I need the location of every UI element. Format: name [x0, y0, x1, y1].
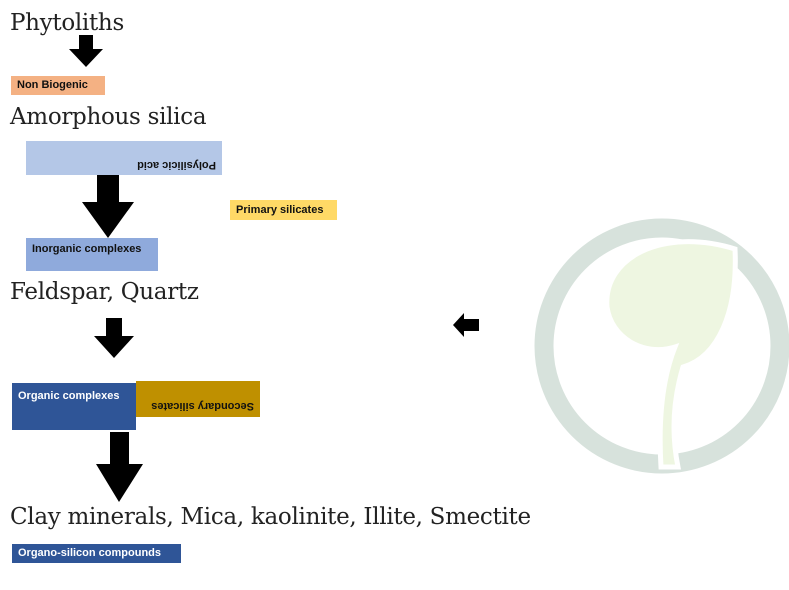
inorganic-complexes-label: Inorganic complexes [32, 243, 142, 255]
secondary-silicates-label: Secondary silicates [151, 400, 254, 412]
heading-amorphous-silica: Amorphous silica [10, 104, 207, 130]
primary-silicates-label: Primary silicates [236, 204, 324, 216]
organic-complexes-label: Organic complexes [18, 390, 120, 402]
leaf-icon [604, 239, 738, 470]
inorganic-complexes-box: Inorganic complexes [26, 238, 158, 271]
primary-silicates-box: Primary silicates [230, 200, 337, 220]
organo-silicon-box: Organo-silicon compounds [12, 544, 181, 563]
heading-clay-minerals: Clay minerals, Mica, kaolinite, Illite, … [10, 504, 531, 530]
down-arrow-icon [94, 318, 134, 358]
secondary-silicates-box: Secondary silicates [136, 381, 260, 417]
down-arrow-icon [82, 174, 134, 238]
heading-feldspar-quartz: Feldspar, Quartz [10, 279, 199, 305]
non-biogenic-label: Non Biogenic [17, 79, 88, 91]
polysilicic-acid-box: Polysilicic acid [26, 141, 222, 175]
down-arrow-icon [69, 35, 103, 67]
left-arrow-icon [453, 313, 479, 337]
organic-complexes-box: Organic complexes [12, 383, 136, 430]
polysilicic-acid-label: Polysilicic acid [137, 159, 216, 171]
non-biogenic-box: Non Biogenic [11, 76, 105, 95]
leaf-logo-watermark [534, 218, 789, 474]
heading-phytoliths: Phytoliths [10, 10, 124, 36]
organo-silicon-label: Organo-silicon compounds [18, 547, 162, 559]
down-arrow-icon [96, 432, 143, 502]
